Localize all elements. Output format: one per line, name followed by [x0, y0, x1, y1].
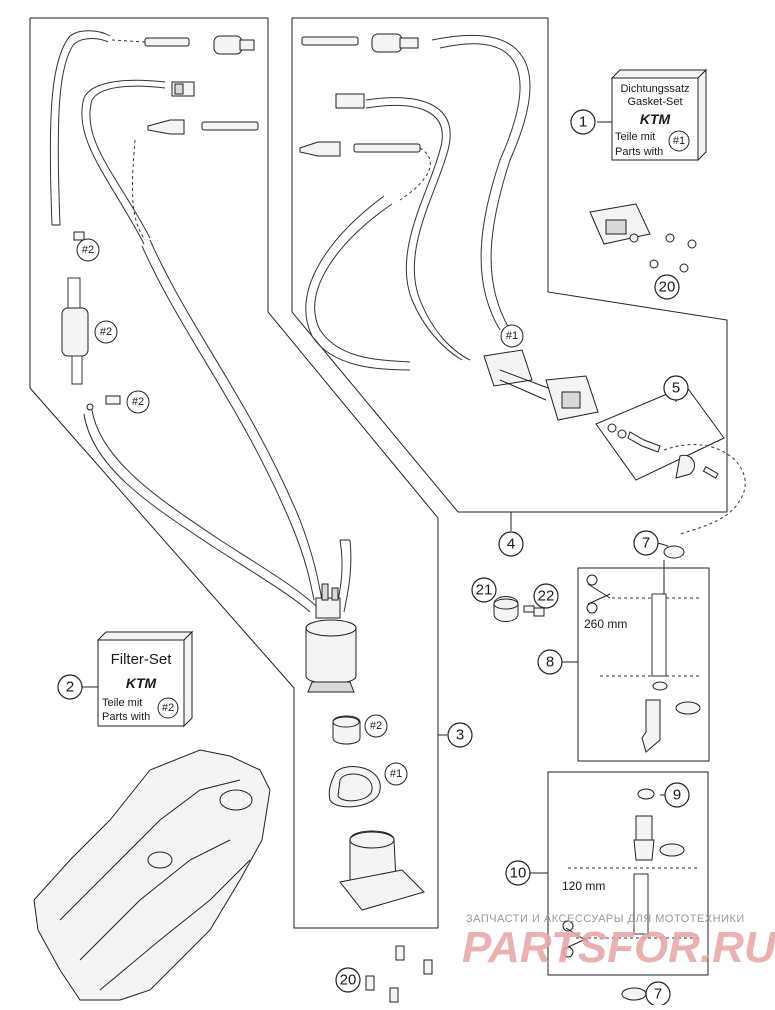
svg-text:7: 7 [642, 535, 650, 552]
svg-text:#2: #2 [162, 702, 174, 714]
filter-set-line3: Teile mit [102, 697, 142, 709]
ref-bubble-2-d: #2 [364, 714, 388, 738]
ref-bubble-2-b: #2 [94, 320, 118, 344]
hose-kit-10: 120 mm [562, 788, 700, 958]
callout-1: 1 [570, 109, 596, 135]
hose-length-8: 260 mm [584, 617, 627, 631]
svg-text:#1: #1 [673, 135, 685, 147]
group-outline-8 [577, 567, 710, 762]
svg-text:21: 21 [476, 582, 493, 599]
hose-clip-21 [493, 596, 519, 622]
gasket-set-brand: KTM [640, 111, 671, 127]
callout-20-bottom: 20 [335, 967, 361, 993]
svg-text:3: 3 [456, 727, 464, 744]
screw-22 [523, 605, 545, 617]
connectors-top-left [144, 35, 259, 135]
svg-text:#1: #1 [506, 330, 518, 342]
gasket-set-line2: Gasket-Set [627, 96, 682, 108]
svg-text:#2: #2 [100, 326, 112, 338]
svg-text:9: 9 [673, 787, 681, 804]
gasket-set-line3: Teile mit [615, 131, 655, 143]
svg-text:1: 1 [579, 114, 587, 131]
gasket-set-line1: Dichtungssatz [620, 83, 689, 95]
filter-set-line1: Filter-Set [111, 651, 173, 668]
group-outline-3 [29, 17, 439, 929]
tank-flange-loose [589, 203, 697, 273]
pump-connector-flange [483, 349, 599, 421]
svg-text:7: 7 [654, 986, 662, 1003]
watermark-caption: ЗАПЧАСТИ И АКСЕССУАРЫ ДЛЯ МОТОТЕХНИКИ [466, 913, 745, 925]
callout-21: 21 [471, 577, 497, 603]
ref-bubble-2-c: #2 [126, 390, 150, 414]
hose-kit-8: 260 mm [584, 545, 701, 753]
fuel-filter [61, 231, 121, 411]
screws-bottom [365, 945, 647, 1003]
callout-22: 22 [533, 583, 559, 609]
group-outline-5 [595, 385, 725, 481]
filter-set-box: Filter-Set KTM Teile mit Parts with #2 [96, 630, 194, 728]
watermark-logo: PARTSFOR.RU [462, 923, 775, 972]
ref-bubble-2-a: #2 [76, 238, 100, 262]
ref-bubble-1-b: #1 [500, 324, 524, 348]
hose-length-10: 120 mm [562, 879, 605, 893]
filter-set-brand: KTM [126, 675, 157, 691]
callout-3: 3 [447, 722, 473, 748]
svg-text:5: 5 [672, 380, 680, 397]
svg-text:10: 10 [510, 865, 527, 882]
ref-bubble-1-a: #1 [384, 762, 408, 786]
callout-7-bottom: 7 [645, 981, 671, 1007]
pump-flange-housing [339, 830, 425, 911]
gasket-set-ref: #1 [668, 130, 690, 152]
callout-20-top: 20 [654, 274, 680, 300]
callout-4: 4 [498, 531, 524, 557]
gasket-set-box: Dichtungssatz Gasket-Set KTM Teile mit P… [610, 68, 708, 162]
svg-text:#1: #1 [390, 768, 402, 780]
fuel-pump [305, 583, 357, 693]
leader-lines [82, 121, 677, 874]
gasket-set-line4: Parts with [615, 146, 663, 158]
callout-7-top: 7 [633, 530, 659, 556]
callout-5: 5 [663, 375, 689, 401]
pump-gasket-ring [328, 766, 381, 808]
filter-set-ref: #2 [157, 697, 179, 719]
svg-text:4: 4 [507, 536, 515, 553]
svg-text:2: 2 [66, 679, 74, 696]
connector-plug-detail [607, 423, 746, 535]
callout-2: 2 [57, 674, 83, 700]
filter-set-line4: Parts with [102, 711, 150, 723]
fuel-hoses-group-4 [299, 33, 531, 371]
svg-text:20: 20 [340, 972, 357, 989]
svg-text:20: 20 [659, 279, 676, 296]
callout-9: 9 [664, 782, 690, 808]
svg-text:#2: #2 [82, 244, 94, 256]
svg-text:22: 22 [538, 588, 555, 605]
callout-8: 8 [537, 649, 563, 675]
svg-text:#2: #2 [132, 396, 144, 408]
svg-text:8: 8 [546, 654, 554, 671]
callout-10: 10 [505, 860, 531, 886]
pump-filter-sleeve [332, 715, 361, 745]
fuel-hoses-left [49, 30, 352, 613]
svg-text:#2: #2 [370, 720, 382, 732]
fuel-tank-frame [33, 749, 271, 1001]
